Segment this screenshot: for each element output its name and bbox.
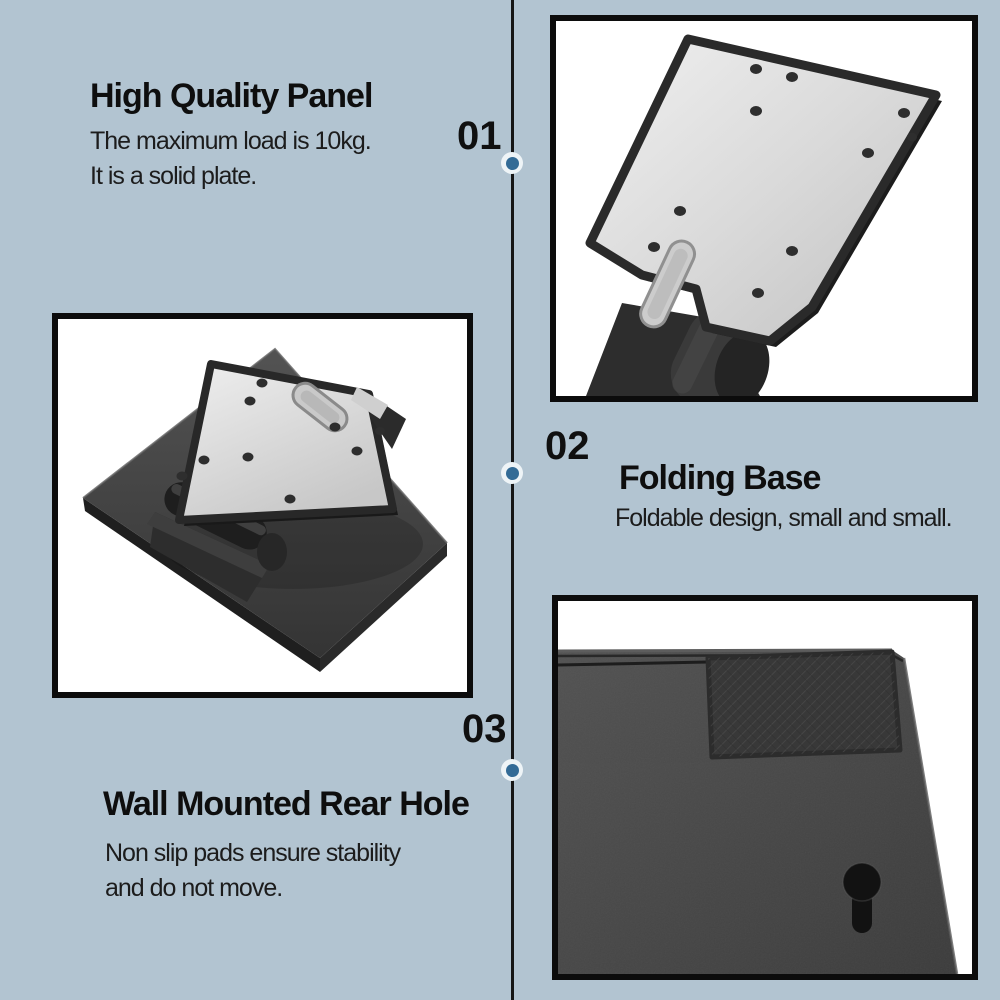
feature-title-rear-hole: Wall Mounted Rear Hole [103,785,470,823]
non-slip-pad [705,649,903,760]
hinge-tab-edge [351,387,388,419]
mounting-holes [648,64,917,298]
photo-vesa-plate [550,15,978,402]
step-number-3: 03 [462,707,507,751]
photo-folded-stand [52,313,473,698]
base-underside-illustration [558,648,959,974]
base-edge-highlight [902,657,959,974]
step-marker-dot-1 [501,152,523,174]
folded-stand-illustration [82,347,448,672]
feature-title-panel: High Quality Panel [90,77,373,115]
feature-description-rear-hole: Non slip pads ensure stability and do no… [105,839,401,902]
vesa-plate-illustration [585,34,942,396]
dot-core-icon [505,156,519,170]
step-marker-dot-3 [501,759,523,781]
step-number-2: 02 [545,424,590,468]
base-rim-highlight [558,648,893,653]
keyhole-slot [842,862,882,933]
feature-description-panel: The maximum load is 10kg. It is a solid … [90,127,372,190]
photo-base-underside [552,595,978,980]
dot-core-icon [505,466,519,480]
feature-title-folding: Folding Base [619,459,821,497]
dot-core-icon [505,763,519,777]
feature-description-folding: Foldable design, small and small. [615,504,953,532]
base-seam [558,660,709,667]
mounting-holes [176,378,385,504]
timeline-divider-line [511,0,514,1000]
plate-slot [291,381,349,433]
step-number-1: 01 [457,114,502,158]
plate-slot [639,239,697,329]
plate-face [175,360,397,524]
step-marker-dot-2 [501,462,523,484]
